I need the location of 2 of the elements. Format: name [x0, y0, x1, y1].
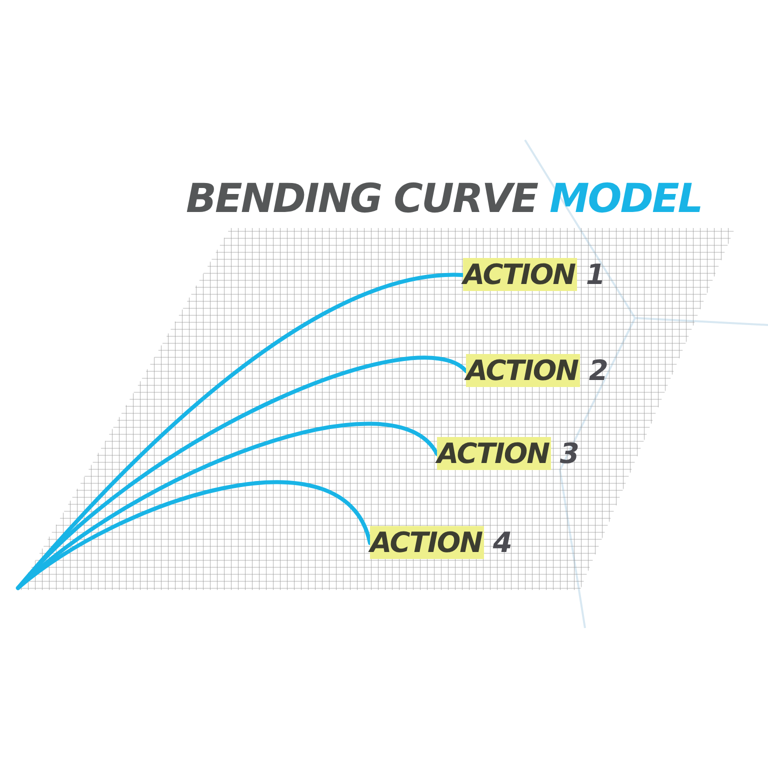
bending-curve [16, 480, 372, 590]
diagram-title: BENDING CURVE MODEL [186, 176, 702, 222]
